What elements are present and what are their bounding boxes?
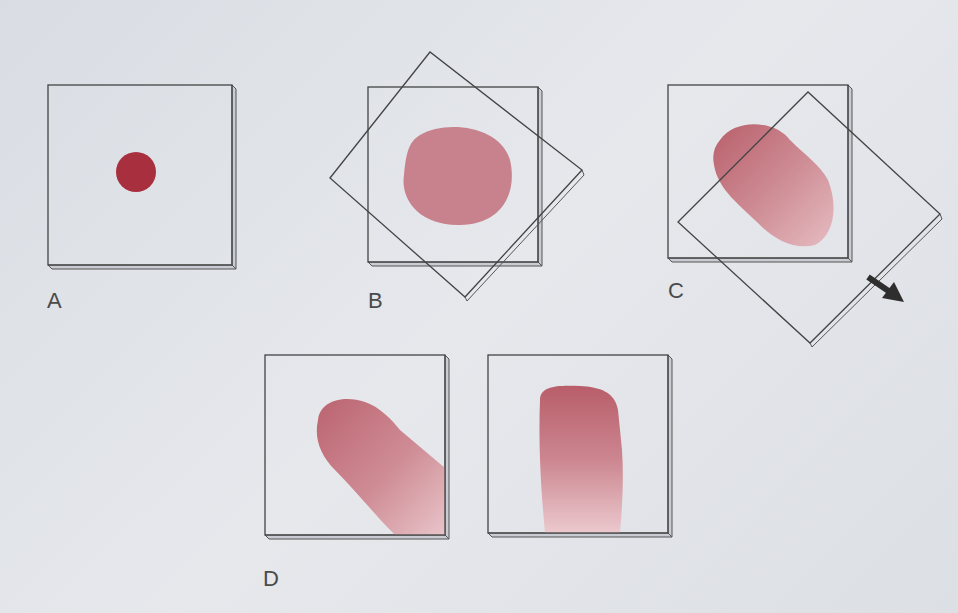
blood-drop xyxy=(116,152,156,192)
slide-pair xyxy=(330,52,584,301)
slide-pair xyxy=(668,85,942,347)
slide xyxy=(265,355,449,539)
slide xyxy=(48,85,236,269)
panel-letter: D xyxy=(263,568,279,590)
slide xyxy=(488,355,672,537)
direction-arrow xyxy=(882,282,904,302)
panel-letter: A xyxy=(47,290,62,312)
panel-letter: B xyxy=(368,290,383,312)
panel-letter: C xyxy=(668,280,684,302)
